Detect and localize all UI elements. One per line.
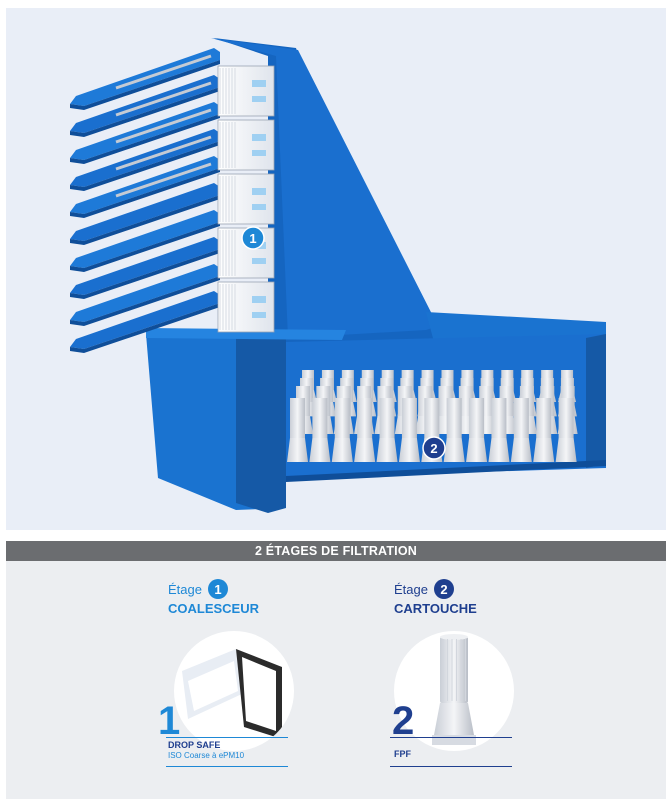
louver-filter-edge [115, 54, 212, 90]
fpf-product-image [394, 631, 514, 751]
marker-stage-2: 2 [422, 436, 446, 460]
chamber-ledge [146, 328, 346, 340]
filtration-unit-drawing: 1 2 [70, 38, 606, 513]
svg-text:1: 1 [249, 231, 256, 246]
stage-2-product-name: FPF [394, 749, 411, 759]
stages-banner: 2 ÉTAGES DE FILTRATION [6, 541, 666, 561]
bag-label [252, 204, 266, 210]
chamber-top-plate [426, 312, 606, 342]
louver-blade [70, 183, 220, 241]
louver-filter-edge [115, 135, 212, 171]
filtration-unit-illustration: 1 2 [6, 8, 666, 530]
bag-filter [217, 281, 275, 333]
cartridge-body [312, 398, 328, 438]
cartridge-body [536, 398, 552, 438]
cartridge-flare [555, 438, 577, 462]
cartridge-body [446, 398, 462, 438]
cartridge-body [513, 398, 529, 438]
bag-label [252, 150, 266, 156]
stage-2-badge: 2 [433, 579, 454, 599]
stage-2-name: CARTOUCHE [394, 601, 477, 616]
cartridge-array [287, 370, 578, 462]
cartridge-body [558, 398, 574, 438]
louver-filter-edge [115, 162, 212, 198]
stage-1-product-sub: ISO Coarse à ePM10 [168, 751, 245, 760]
cartridge-body [424, 398, 440, 438]
cartridge-icon [432, 634, 476, 745]
cartridge-body [469, 398, 485, 438]
bag-label [252, 312, 266, 318]
cartridge-flare [488, 438, 510, 462]
louver-blade [70, 237, 220, 295]
bag-filter-column [217, 65, 275, 333]
bag-label [252, 258, 266, 264]
drop-safe-product-image [174, 631, 294, 751]
stage-1-badge: 1 [207, 579, 228, 599]
louver-stack [70, 48, 220, 353]
bag-label [252, 296, 266, 303]
cartridge-flare [309, 438, 331, 462]
cartridge-body [491, 398, 507, 438]
bag-label [252, 80, 266, 87]
stage-1-product-name: DROP SAFE [168, 740, 221, 750]
chamber-right-wall [586, 334, 606, 468]
bag-filter [217, 65, 275, 117]
chamber-floor [286, 460, 606, 482]
cartridge-body [290, 398, 305, 438]
tower-slope [211, 38, 438, 338]
stage-2-divider-top [390, 737, 512, 738]
stage-2-word: Étage [394, 581, 428, 597]
cartridge-flare [376, 438, 398, 462]
cartridge-flare [510, 438, 532, 462]
stage-1-big-number: 1 [158, 699, 181, 743]
marker-stage-1: 1 [241, 226, 265, 250]
cartridge-body [401, 398, 417, 438]
bag-label [252, 96, 266, 102]
stage-1-divider-top [166, 737, 288, 738]
louver-filter-edge [115, 108, 212, 144]
cartridge-flare [443, 438, 465, 462]
cartridge-flare [354, 438, 376, 462]
stage-2-header: Étage 2 CARTOUCHE [394, 579, 477, 616]
louver-blade [70, 210, 220, 268]
cartridge-body [334, 398, 350, 438]
cartridge-flare [331, 438, 353, 462]
louver-blade [70, 291, 220, 349]
svg-text:2: 2 [430, 441, 437, 456]
filtration-stages-panel: 2 ÉTAGES DE FILTRATION Étage 1 COALESCEU… [6, 541, 666, 799]
louver-blade [70, 264, 220, 322]
stage-1-divider-bottom [166, 766, 288, 767]
stage-1-word: Étage [168, 581, 202, 597]
stage-2-big-number: 2 [392, 699, 415, 743]
bag-filter [217, 173, 275, 225]
stage-2-divider-bottom [390, 766, 512, 767]
louver-filter-edge [115, 81, 212, 117]
cartridge-body [379, 398, 395, 438]
cartridge-flare [287, 438, 308, 462]
cartridge-flare [398, 438, 420, 462]
cartridge-flare [533, 438, 555, 462]
cartridge-body [357, 398, 373, 438]
cartridge-flare [466, 438, 488, 462]
bag-label [252, 188, 266, 195]
stage-1-header: Étage 1 COALESCEUR [168, 579, 259, 616]
bag-filter-icon [182, 649, 282, 739]
stage-1-name: COALESCEUR [168, 601, 260, 616]
bag-filter [217, 119, 275, 171]
chamber-front-side [236, 338, 286, 513]
bag-label [252, 134, 266, 141]
